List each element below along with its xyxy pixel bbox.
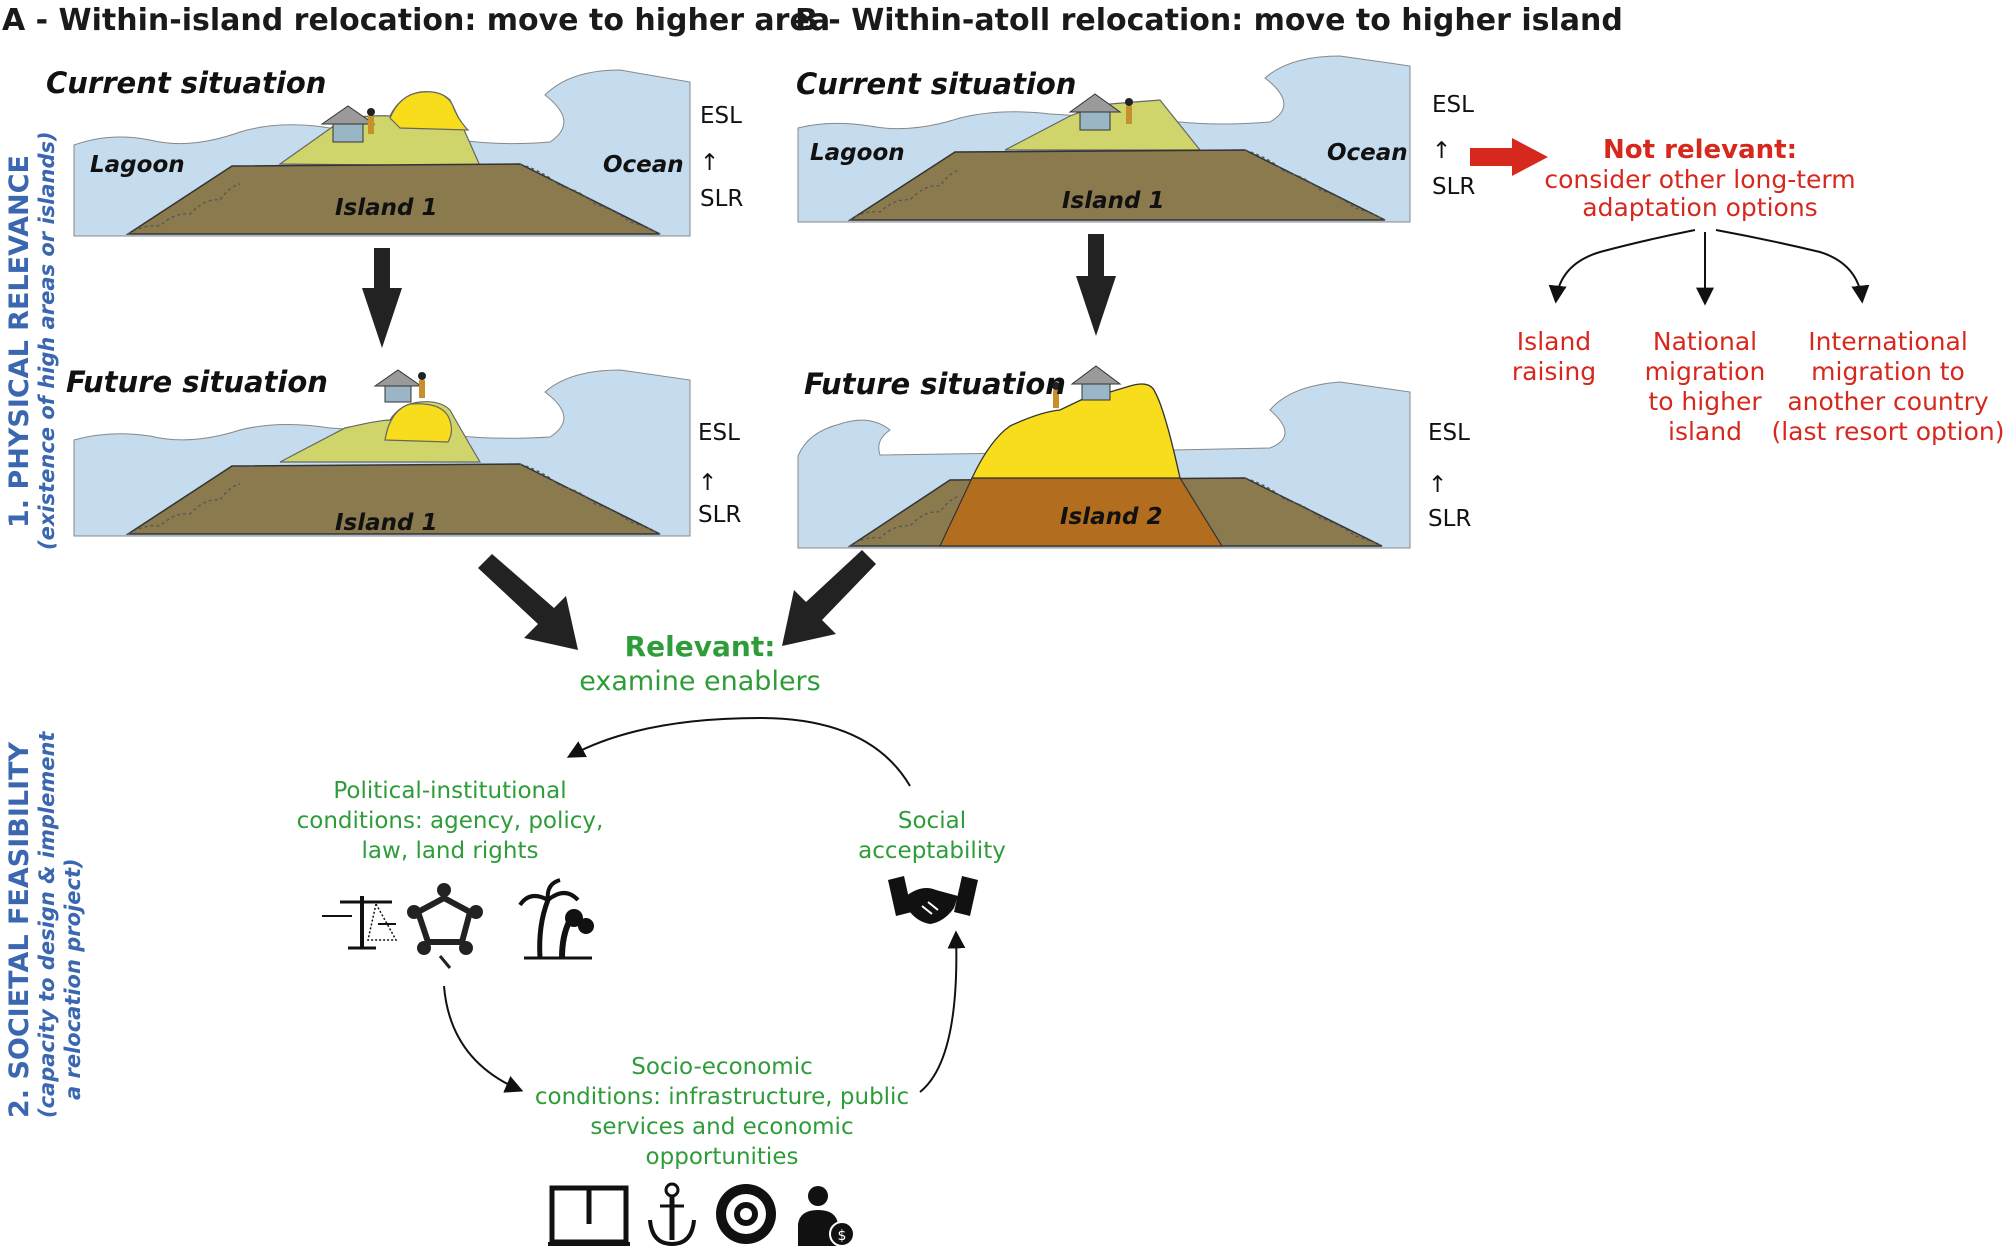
label-island-1-a-current: Island 1 <box>335 195 438 221</box>
arrow-a-to-relevant <box>478 554 578 650</box>
social-line-1: Social <box>898 808 966 834</box>
person-icon <box>1125 98 1133 124</box>
enabler-political: Political-institutional conditions: agen… <box>297 778 604 969</box>
option-international-migration-line-1: International <box>1808 327 1968 356</box>
palm-trees-icon <box>518 878 594 960</box>
arrow-slr-b-future: ↑ <box>1428 472 1447 498</box>
arrow-slr-a-current: ↑ <box>700 150 719 176</box>
person-money-icon: $ <box>798 1186 855 1247</box>
label-island-2: Island 2 <box>1060 504 1163 530</box>
label-future-situation-a: Future situation <box>66 365 328 399</box>
option-national-migration-line-3: to higher <box>1648 387 1762 416</box>
label-slr-a-current: SLR <box>700 186 743 212</box>
arrow-slr-b-current: ↑ <box>1432 138 1451 164</box>
house-icon <box>1070 365 1122 401</box>
label-esl-b-future: ESL <box>1428 420 1470 446</box>
socio-economic-line-4: opportunities <box>646 1144 799 1170</box>
label-slr-b-current: SLR <box>1432 174 1475 200</box>
label-lagoon-b: Lagoon <box>810 140 905 166</box>
relevant-title: Relevant: <box>625 630 776 663</box>
option-international-migration-line-3: another country <box>1787 387 1989 416</box>
header-b: B - Within-atoll relocation: move to hig… <box>795 3 1623 38</box>
label-current-situation-b: Current situation <box>796 67 1076 101</box>
person-icon <box>418 372 426 398</box>
arrow-not-relevant <box>1470 138 1548 176</box>
handshake-icon <box>888 876 978 924</box>
socio-economic-line-1: Socio-economic <box>631 1054 812 1080</box>
not-relevant-title: Not relevant: <box>1603 135 1797 165</box>
person-icon <box>1052 382 1060 408</box>
label-current-situation-a: Current situation <box>46 66 326 100</box>
branch-arrow-international-migration <box>1715 229 1870 304</box>
house-icon <box>373 369 423 403</box>
political-line-1: Political-institutional <box>333 778 566 804</box>
cycle-arrow-social-to-political <box>566 716 911 787</box>
label-ocean-b: Ocean <box>1327 140 1408 166</box>
label-slr-a-future: SLR <box>698 502 741 528</box>
arrow-b-down <box>1076 234 1116 336</box>
label-esl-a-current: ESL <box>700 103 742 129</box>
socio-economic-line-2: conditions: infrastructure, public <box>535 1084 909 1110</box>
label-esl-b-current: ESL <box>1432 92 1474 118</box>
option-national-migration-line-1: National <box>1653 327 1757 356</box>
socio-economic-line-3: services and economic <box>590 1114 853 1140</box>
option-national-migration-line-4: island <box>1668 417 1742 446</box>
political-line-2: conditions: agency, policy, <box>297 808 604 834</box>
house-icon <box>320 105 376 143</box>
scales-icon <box>322 896 398 950</box>
panel-b-future: Future situation Island 2 ESL ↑ SLR <box>797 365 1471 549</box>
side-label-physical: 1. PHYSICAL RELEVANCE <box>4 155 35 528</box>
arrow-slr-a-future: ↑ <box>698 470 717 496</box>
branch-arrow-island-raising <box>1548 229 1696 304</box>
label-ocean-a: Ocean <box>603 152 684 178</box>
book-icon <box>548 1185 630 1246</box>
label-esl-a-future: ESL <box>698 420 740 446</box>
enabler-social: Social acceptability <box>858 808 1006 924</box>
option-island-raising-line-1: Island <box>1517 327 1591 356</box>
option-national-migration-line-2: migration <box>1645 357 1766 386</box>
group-icon <box>407 883 483 969</box>
cycle-arrow-socioeconomic-to-social <box>919 930 966 1093</box>
relevant-subtitle: examine enablers <box>579 666 820 697</box>
side-label-societal-sub2: a relocation project) <box>61 858 85 1100</box>
not-relevant-block: Not relevant: consider other long-term a… <box>1512 135 2005 446</box>
svg-text:$: $ <box>838 1228 847 1244</box>
header-a: A - Within-island relocation: move to hi… <box>2 3 830 38</box>
side-label-societal-sub1: (capacity to design & implement <box>35 731 59 1118</box>
option-island-raising-line-2: raising <box>1512 357 1596 386</box>
side-label-physical-sub: (existence of high areas or islands) <box>35 131 59 550</box>
arrow-a-down <box>362 248 402 348</box>
arrow-b-to-relevant <box>782 550 876 646</box>
side-label-societal: 2. SOCIETAL FEASIBILITY <box>4 741 35 1118</box>
house-icon <box>1068 93 1122 131</box>
cycle-arrow-political-to-socioeconomic <box>443 985 524 1093</box>
person-icon <box>367 108 375 134</box>
label-slr-b-future: SLR <box>1428 506 1471 532</box>
panel-a-future: Future situation Island 1 ESL ↑ SLR <box>66 365 741 537</box>
panel-a-current: Current situation Lagoon Ocean Island 1 … <box>46 66 743 237</box>
label-island-1-b: Island 1 <box>1062 188 1165 214</box>
lifebuoy-icon <box>716 1184 776 1244</box>
option-international-migration-line-4: (last resort option) <box>1771 417 2004 446</box>
social-line-2: acceptability <box>858 838 1006 864</box>
label-lagoon-a: Lagoon <box>90 152 185 178</box>
panel-b-current: Current situation Lagoon Ocean Island 1 … <box>796 55 1475 223</box>
label-island-1-a-future: Island 1 <box>335 510 438 536</box>
not-relevant-line-2: adaptation options <box>1582 193 1817 222</box>
political-line-3: law, land rights <box>362 838 539 864</box>
enabler-socio-economic: Socio-economic conditions: infrastructur… <box>535 1054 909 1247</box>
label-future-situation-b: Future situation <box>804 367 1066 401</box>
option-international-migration-line-2: migration to <box>1811 357 1965 386</box>
anchor-icon <box>648 1182 696 1247</box>
not-relevant-line-1: consider other long-term <box>1544 165 1855 194</box>
